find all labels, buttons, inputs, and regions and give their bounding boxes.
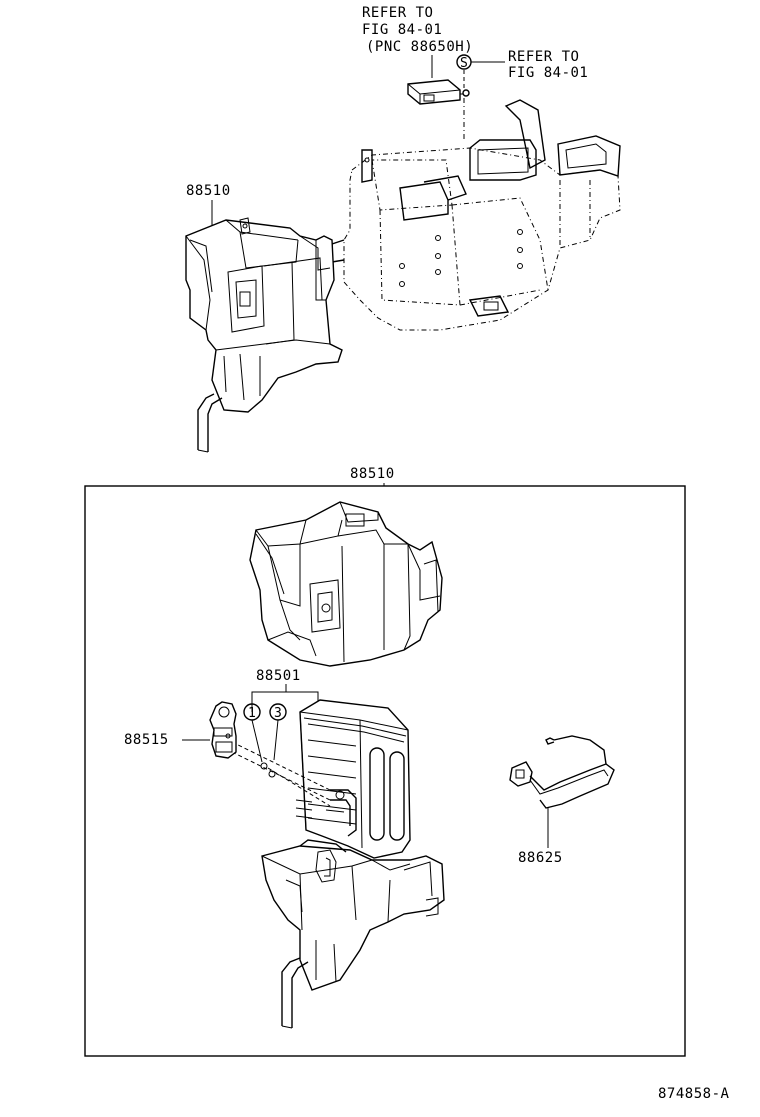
upper-case-icon: [249, 501, 443, 667]
figure-code: 874858-A: [658, 1086, 730, 1102]
part-88625-label: 88625: [518, 850, 563, 866]
thermistor-icon: [509, 735, 615, 809]
blower-resistor-icon: [407, 79, 470, 105]
evaporator-icon: [295, 699, 411, 859]
marker-3-label: 3: [274, 706, 282, 721]
part-88510-upper-label: 88510: [186, 183, 231, 199]
part-88510-box-label: 88510: [350, 466, 395, 482]
refer-top-line2: FIG 84-01: [362, 22, 442, 38]
lower-case-icon: [261, 839, 445, 1029]
marker-3-icon: 3: [269, 703, 287, 721]
heater-housing-icon: [331, 99, 621, 331]
cooling-unit-upper-icon: [185, 217, 343, 453]
marker-1-icon: 1: [243, 703, 261, 721]
refer-top-line3: (PNC 88650H): [366, 39, 473, 55]
refer-top-line1: REFER TO: [362, 5, 433, 21]
assembly-frame: [84, 485, 686, 1057]
part-88501-bracket: [251, 691, 319, 712]
refer-right-line1: REFER TO: [508, 49, 579, 65]
part-88501-label: 88501: [256, 668, 301, 684]
o-ring-3-icon: [268, 770, 276, 778]
marker-1-label: 1: [248, 706, 256, 721]
o-ring-1-icon: [260, 762, 268, 770]
part-88515-label: 88515: [124, 732, 169, 748]
expansion-valve-icon: [209, 701, 237, 759]
s-marker-icon: S: [456, 54, 472, 71]
refer-right-line2: FIG 84-01: [508, 65, 588, 81]
s-marker-label: S: [460, 56, 468, 71]
